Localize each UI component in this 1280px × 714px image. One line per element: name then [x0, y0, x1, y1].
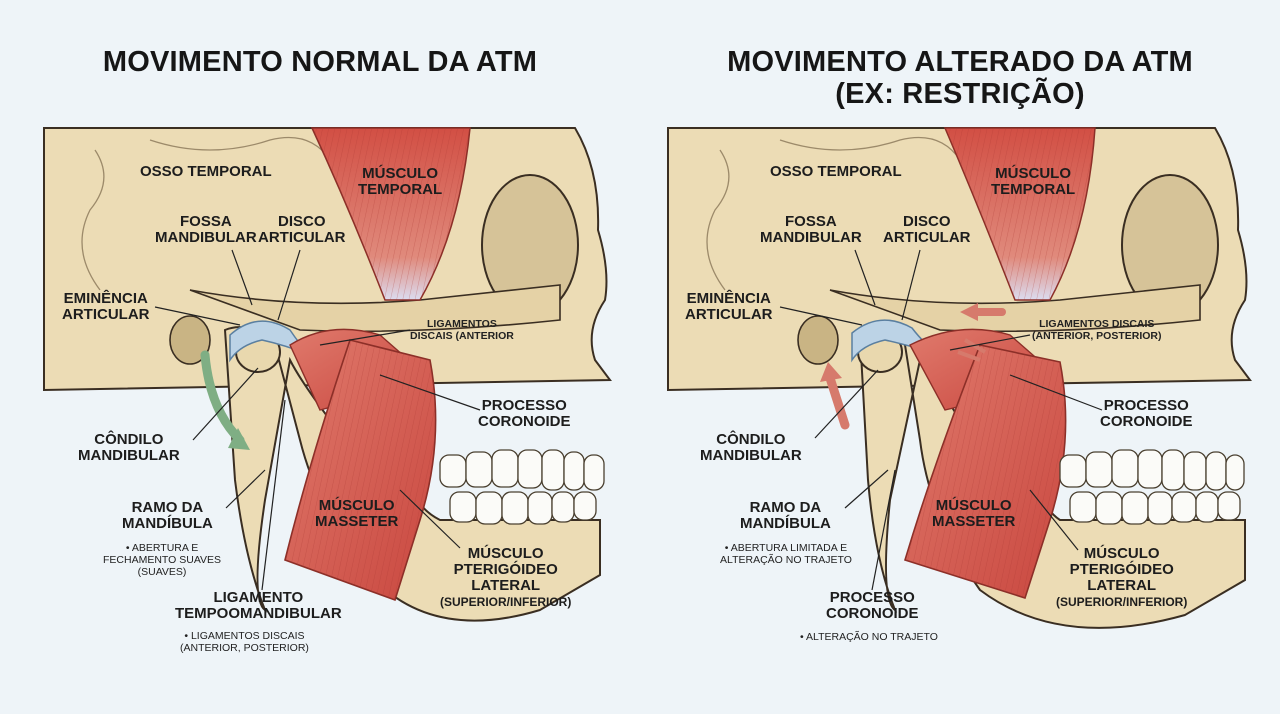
normal-title: MOVIMENTO NORMAL DA ATM [102, 46, 538, 78]
label-osso-temporal: OSSO TEMPORAL [140, 163, 272, 180]
label-osso-temporal: OSSO TEMPORAL [770, 163, 902, 180]
restricted-arrow-up [825, 373, 850, 430]
upper-teeth [439, 449, 605, 491]
label-ligamentos-discais: LIGAMENTOS DISCAIS(ANTERIOR, POSTERIOR) [1032, 318, 1162, 342]
label-processo-coronoide-note: • ALTERAÇÃO NO TRAJETO [800, 631, 938, 643]
normal-skull-illustration [43, 127, 612, 622]
altered-panel: MOVIMENTO ALTERADO DA ATM(EX: RESTRIÇÃO) [640, 0, 1280, 714]
label-ligamento-tm-note: • LIGAMENTOS DISCAIS(ANTERIOR, POSTERIOR… [180, 630, 309, 654]
normal-motion-arrow [200, 350, 245, 445]
altered-skull-illustration [667, 127, 1252, 629]
altered-title: MOVIMENTO ALTERADO DA ATM(EX: RESTRIÇÃO) [727, 46, 1193, 110]
normal-panel: MOVIMENTO NORMAL DA ATM [43, 46, 612, 654]
lower-teeth [449, 491, 597, 525]
